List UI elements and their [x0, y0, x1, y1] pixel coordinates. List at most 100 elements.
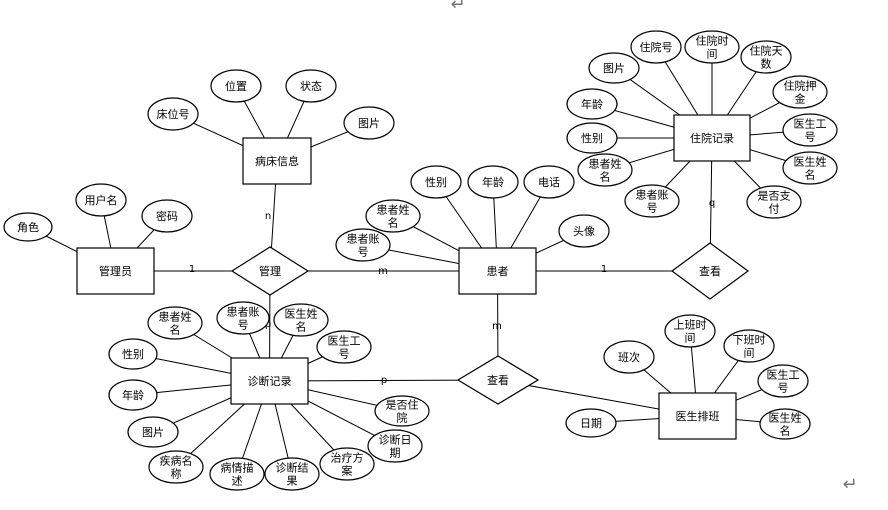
attribute-ellipse [684, 30, 740, 64]
attribute-label: 上班时 [674, 319, 707, 332]
attribute-ellipse [746, 185, 802, 219]
attribute-d-gender: 性别 [108, 338, 158, 370]
attribute-label: 密码 [156, 209, 178, 223]
attribute-ellipse [772, 75, 828, 109]
attribute-ellipse [147, 306, 203, 340]
attribute-label: 名 [780, 424, 791, 438]
attribute-ellipse [141, 199, 193, 233]
attribute-ellipse [374, 395, 430, 427]
attribute-label: 患者账 [636, 189, 669, 202]
attribute-ellipse [410, 165, 462, 199]
attribute-d-img: 图片 [127, 416, 179, 448]
attribute-label: 患者姓 [377, 203, 410, 217]
entity-box [76, 247, 155, 295]
cardinality-label: p [381, 375, 387, 386]
cardinality-label: n [265, 211, 271, 222]
attribute-label: 名 [805, 168, 816, 182]
attribute-ellipse [588, 52, 640, 84]
attribute-label: 医生工 [328, 334, 361, 348]
attribute-label: 下班时 [733, 334, 766, 347]
entity-diag: 诊断记录 [230, 357, 309, 405]
attribute-label: 图片 [603, 62, 625, 75]
attribute-ellipse [740, 40, 792, 74]
attribute-label: 间 [744, 347, 755, 360]
cardinality-label: p [265, 319, 271, 330]
cardinality-label: 1 [189, 264, 195, 275]
attribute-label: 患者账 [347, 233, 380, 246]
attribute-label: 性别 [122, 347, 144, 361]
attribute-ellipse [264, 457, 320, 491]
entity-patient: 患者 [458, 247, 537, 295]
attribute-label: 位置 [225, 79, 247, 93]
attribute-label: 年龄 [482, 175, 504, 189]
attribute-label: 间 [685, 332, 696, 345]
attribute-ellipse [285, 69, 337, 103]
attribute-label: 期 [390, 447, 401, 460]
attribute-ellipse [365, 199, 421, 233]
attribute-label: 院 [397, 411, 408, 425]
attribute-p-age: 年龄 [467, 165, 519, 199]
attribute-label: 住院押 [784, 79, 817, 93]
attribute-label: 名 [170, 323, 181, 337]
attribute-ellipse [566, 122, 618, 154]
attribute-label: 称 [171, 467, 182, 481]
attribute-ellipse [108, 379, 158, 411]
cardinality-label: m [378, 266, 388, 277]
cardinality-label: m [492, 321, 502, 332]
attribute-ellipse [367, 429, 423, 463]
attribute-ellipse [147, 97, 199, 131]
attribute-label: 号 [805, 131, 816, 144]
attribute-label: 号 [358, 246, 369, 259]
attribute-ellipse [782, 151, 838, 185]
attribute-label: 名 [296, 320, 307, 334]
attribute-a-password: 密码 [141, 199, 193, 233]
attribute-ellipse [757, 364, 809, 398]
attribute-p-avatar: 头像 [558, 214, 610, 248]
attribute-ellipse [148, 450, 204, 484]
attribute-ellipse [759, 408, 811, 440]
attribute-ellipse [316, 330, 372, 364]
entity-hosp: 住院记录 [673, 114, 751, 162]
entity-admin: 管理员 [76, 247, 155, 295]
attribute-label: 床位号 [157, 107, 190, 121]
attribute-label: 述 [232, 475, 243, 488]
relationship-view1: 查看 [670, 242, 750, 300]
entity-label: 患者 [487, 265, 509, 278]
attribute-ellipse [319, 447, 375, 481]
attribute-ellipse [630, 30, 682, 64]
attribute-ellipse [577, 153, 633, 187]
attribute-h-no: 住院号 [630, 30, 682, 64]
relationship-label: 查看 [487, 373, 509, 387]
attribute-label: 电话 [538, 176, 560, 189]
attribute-label: 名 [388, 216, 399, 230]
entity-label: 住院记录 [690, 131, 734, 145]
attribute-label: 住院时 [696, 34, 729, 48]
attribute-label: 名 [600, 170, 611, 184]
attribute-h-age: 年龄 [566, 88, 618, 120]
entity-label: 医生排班 [676, 409, 720, 423]
attribute-h-img: 图片 [588, 52, 640, 84]
attribute-label: 医生姓 [285, 307, 318, 321]
attribute-ellipse [523, 165, 575, 199]
relationship-label: 管理 [259, 264, 281, 278]
attribute-label: 用户名 [85, 193, 118, 207]
attribute-d-age: 年龄 [108, 379, 158, 411]
attribute-b-loc: 位置 [210, 69, 262, 103]
attribute-ellipse [3, 212, 53, 242]
attribute-ellipse [108, 338, 158, 370]
attribute-label: 治疗方 [331, 451, 364, 465]
entity-bed: 病床信息 [242, 137, 312, 185]
attribute-s-shift: 班次 [603, 340, 655, 374]
attribute-label: 住院天 [750, 44, 783, 58]
attribute-label: 年龄 [581, 97, 603, 111]
